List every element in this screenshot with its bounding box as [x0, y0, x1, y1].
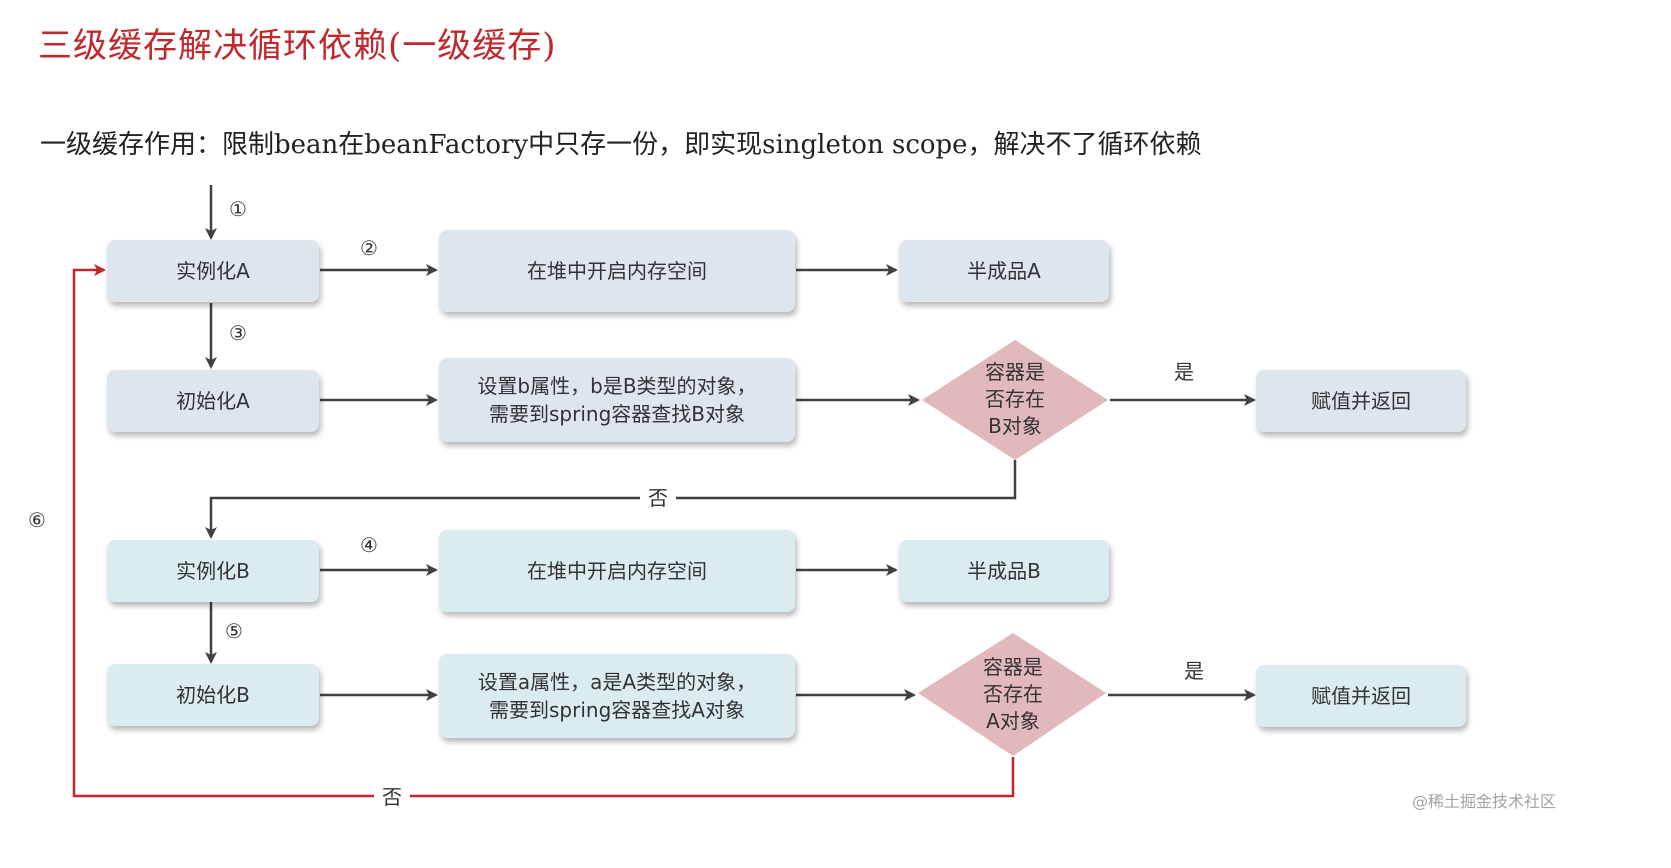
set-b-property-node: 设置b属性，b是B类型的对象， 需要到spring容器查找B对象 [439, 358, 795, 442]
page-title: 三级缓存解决循环依赖(一级缓存) [38, 26, 557, 66]
step-marker-4: ④ [360, 533, 378, 557]
semi-finished-a-node: 半成品A [899, 240, 1109, 302]
no-label-2: 否 [374, 781, 410, 810]
decision-b-label: 容器是 否存在 B对象 [985, 360, 1045, 438]
step-marker-5: ⑤ [225, 619, 243, 643]
assign-return-node-2: 赋值并返回 [1256, 665, 1466, 727]
init-b-node: 初始化B [107, 664, 319, 726]
watermark: @稀土掘金技术社区 [1412, 792, 1557, 811]
arrow-decision-b-no [205, 460, 1017, 539]
arrow-decision-a-no-loop [72, 264, 1015, 798]
yes-label-1: 是 [1174, 360, 1194, 384]
instantiate-b-node: 实例化B [107, 540, 319, 602]
init-a-node: 初始化A [107, 370, 319, 432]
decision-diamond-b [922, 340, 1108, 460]
step-marker-6: ⑥ [28, 508, 46, 532]
set-a-property-node: 设置a属性，a是A类型的对象， 需要到spring容器查找A对象 [439, 654, 795, 738]
no-label-1: 否 [640, 482, 676, 511]
instantiate-a-node: 实例化A [107, 240, 319, 302]
heap-alloc-b-node: 在堆中开启内存空间 [439, 530, 795, 612]
semi-finished-b-node: 半成品B [899, 540, 1109, 602]
step-marker-3: ③ [229, 321, 247, 345]
heap-alloc-a-node: 在堆中开启内存空间 [439, 230, 795, 312]
step-marker-1: ① [229, 197, 247, 221]
step-marker-2: ② [360, 236, 378, 260]
decision-diamond-a [918, 633, 1106, 756]
yes-label-2: 是 [1184, 659, 1204, 683]
decision-a-label: 容器是 否存在 A对象 [983, 655, 1043, 733]
assign-return-node-1: 赋值并返回 [1256, 370, 1466, 432]
page-subtitle: 一级缓存作用：限制bean在beanFactory中只存一份，即实现single… [40, 130, 1202, 160]
